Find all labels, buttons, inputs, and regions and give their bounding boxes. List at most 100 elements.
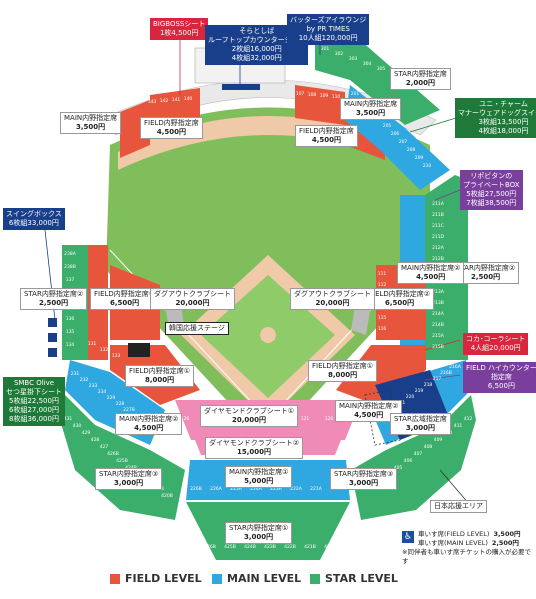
section-number-121: 121 xyxy=(301,416,310,422)
price-name: STAR内野指定席② xyxy=(24,290,84,298)
section-number-143: 143 xyxy=(148,99,157,105)
yunicharm-dog-suite-label: ユニ・チャーム マナーウェアドッグスイート 3枚組13,500円 4枚組18,0… xyxy=(455,98,536,138)
price-value: 4,500円 xyxy=(134,424,164,432)
nihon-area-label: 日本応援エリア xyxy=(430,500,487,513)
section-number-304: 304 xyxy=(363,61,372,67)
rooftop-line-3: 2枚組16,000円 xyxy=(231,45,282,53)
price-name: MAIN内野指定席② xyxy=(119,415,179,423)
wc-row1-price: 3,500円 xyxy=(493,530,521,538)
price-value: 2,500円 xyxy=(38,299,69,307)
yuni-line-4: 4枚組18,000円 xyxy=(478,127,529,135)
section-number-427: 427 xyxy=(100,444,109,450)
section-number-227B: 227B xyxy=(123,407,135,413)
price-name: STAR内野指定席③ xyxy=(99,470,159,478)
section-number-215B: 215B xyxy=(432,344,444,350)
section-number-212A: 212A xyxy=(432,245,445,251)
cocacola-seat-label: コカ･コーラシート 4人組20,000円 xyxy=(463,333,529,355)
section-number-424B: 424B xyxy=(244,544,256,550)
price-value: 3,000円 xyxy=(113,479,144,487)
section-block-107-110[interactable] xyxy=(295,85,345,125)
section-number-108: 108 xyxy=(308,92,317,98)
legend-star: STAR LEVEL xyxy=(310,572,398,585)
price-name: MAIN内野指定席 xyxy=(64,114,118,122)
legend-field-swatch xyxy=(110,573,120,584)
section-number-215A: 215A xyxy=(432,333,445,339)
section-number-115: 115 xyxy=(378,315,387,321)
price-value: 20,000円 xyxy=(315,299,350,307)
section-number-408: 408 xyxy=(424,444,433,450)
price-name: FIELD内野指定席 xyxy=(144,119,199,127)
coca-line-1: コカ･コーラシート xyxy=(466,335,526,343)
smbc-line-3: 5枚組22,500円 xyxy=(9,397,59,405)
swing-box-3[interactable] xyxy=(48,348,57,357)
section-number-211A: 211A xyxy=(432,201,445,207)
star-upper-right-block[interactable] xyxy=(315,30,440,125)
batters-eye-lounge-label: バッターズアイラウンジ by PR TIMES 10人組120,000円 xyxy=(287,14,370,45)
section-number-135: 135 xyxy=(66,329,75,335)
section-number-205: 205 xyxy=(383,123,392,129)
section-number-409: 409 xyxy=(434,437,443,443)
section-number-421B: 421B xyxy=(304,544,316,550)
price-value: 3,000円 xyxy=(405,424,435,432)
section-number-301: 301 xyxy=(321,46,330,52)
price-value: 3,500円 xyxy=(75,123,106,131)
wc-row2-label: 車いす席(MAIN LEVEL) xyxy=(418,539,488,547)
price-name: MAIN内野指定席 xyxy=(344,100,398,108)
bigboss-seat-label: BIGBOSSシート 1枚4,500円 xyxy=(150,18,209,40)
price-value: 3,000円 xyxy=(243,533,274,541)
nihon-area-outline xyxy=(364,389,401,446)
section-number-426C: 426C xyxy=(184,544,196,550)
section-number-217: 217 xyxy=(433,376,442,382)
section-block-field-3b-outer[interactable] xyxy=(120,100,150,158)
price-name: ダグアウトクラブシート xyxy=(154,290,231,298)
wc-note-text: ※同伴者も車いす席チケットの購入が必要です xyxy=(402,548,531,565)
swing-box-2[interactable] xyxy=(48,333,57,342)
section-number-407: 407 xyxy=(414,451,423,457)
rooftop-line-1: そらとしば xyxy=(239,27,275,35)
yuni-line-2: マナーウェアドッグスイート xyxy=(458,109,536,117)
section-number-111: 111 xyxy=(378,271,387,277)
section-number-213A: 213A xyxy=(432,289,445,295)
swing-box-label: スイングボックス 6枚組33,000円 xyxy=(3,208,65,230)
section-number-405: 405 xyxy=(394,465,403,471)
price-value: 2,500円 xyxy=(470,273,501,281)
section-number-420C: 420C xyxy=(324,544,336,550)
swing-box-1[interactable] xyxy=(48,318,57,327)
section-number-210: 210 xyxy=(423,163,432,169)
leader-nihon xyxy=(439,469,471,506)
section-number-120: 120 xyxy=(325,416,334,422)
lipovitan-private-box-label: リポビタンの プライベートBOX 5枚組27,500円 7枚組38,500円 xyxy=(460,170,523,210)
section-number-133: 133 xyxy=(112,353,121,359)
section-number-406: 406 xyxy=(404,458,413,464)
section-number-431: 431 xyxy=(64,416,73,422)
price-value: 4,500円 xyxy=(416,273,446,281)
korea-stage-block xyxy=(128,343,150,357)
section-number-305: 305 xyxy=(377,66,386,72)
rooftop-counter-seats[interactable] xyxy=(222,84,260,90)
legend-star-label: STAR LEVEL xyxy=(325,572,398,585)
price-name: FIELD内野指定席② xyxy=(94,290,156,298)
field-1-first-block[interactable] xyxy=(336,345,426,405)
price-value: 5,000円 xyxy=(244,477,274,485)
legend-main-swatch xyxy=(212,573,222,584)
wheelchair-icon: ♿ xyxy=(402,531,414,543)
section-number-140: 140 xyxy=(184,96,193,102)
field-high-counter-label: FIELD ハイカウンター 指定席 6,500円 xyxy=(463,362,536,393)
price-value: 8,000円 xyxy=(144,376,175,384)
section-number-213B: 213B xyxy=(432,300,444,306)
smbc-line-1: SMBC Olive xyxy=(13,379,55,387)
price-value: 3,500円 xyxy=(355,109,386,117)
leader-yuni xyxy=(409,117,457,133)
leader-fieldhigh xyxy=(424,374,461,381)
section-number-422B: 422B xyxy=(284,544,296,550)
price-name: ダイヤモンドクラブシート② xyxy=(209,439,300,447)
section-number-221A: 221A xyxy=(310,486,323,492)
price-value: 6,500円 xyxy=(109,299,140,307)
butters-line-3: 10人組120,000円 xyxy=(298,34,358,42)
legend-main-label: MAIN LEVEL xyxy=(227,572,302,585)
